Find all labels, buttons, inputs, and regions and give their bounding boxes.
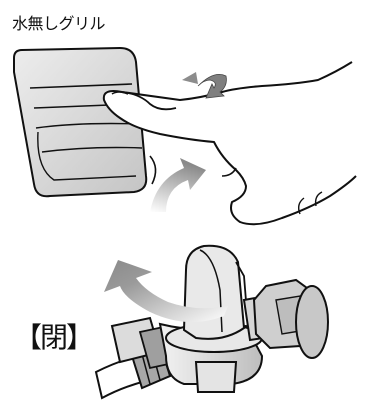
grill-label: 水無しグリル	[12, 14, 106, 33]
rotate-arrow-icon	[182, 72, 227, 99]
close-rotate-arrow-icon	[104, 260, 228, 323]
push-up-arrow-icon	[150, 158, 206, 212]
gas-valve-icon	[94, 244, 329, 400]
close-label: 【閉】	[14, 321, 94, 354]
hand-pushing-icon	[102, 61, 357, 226]
